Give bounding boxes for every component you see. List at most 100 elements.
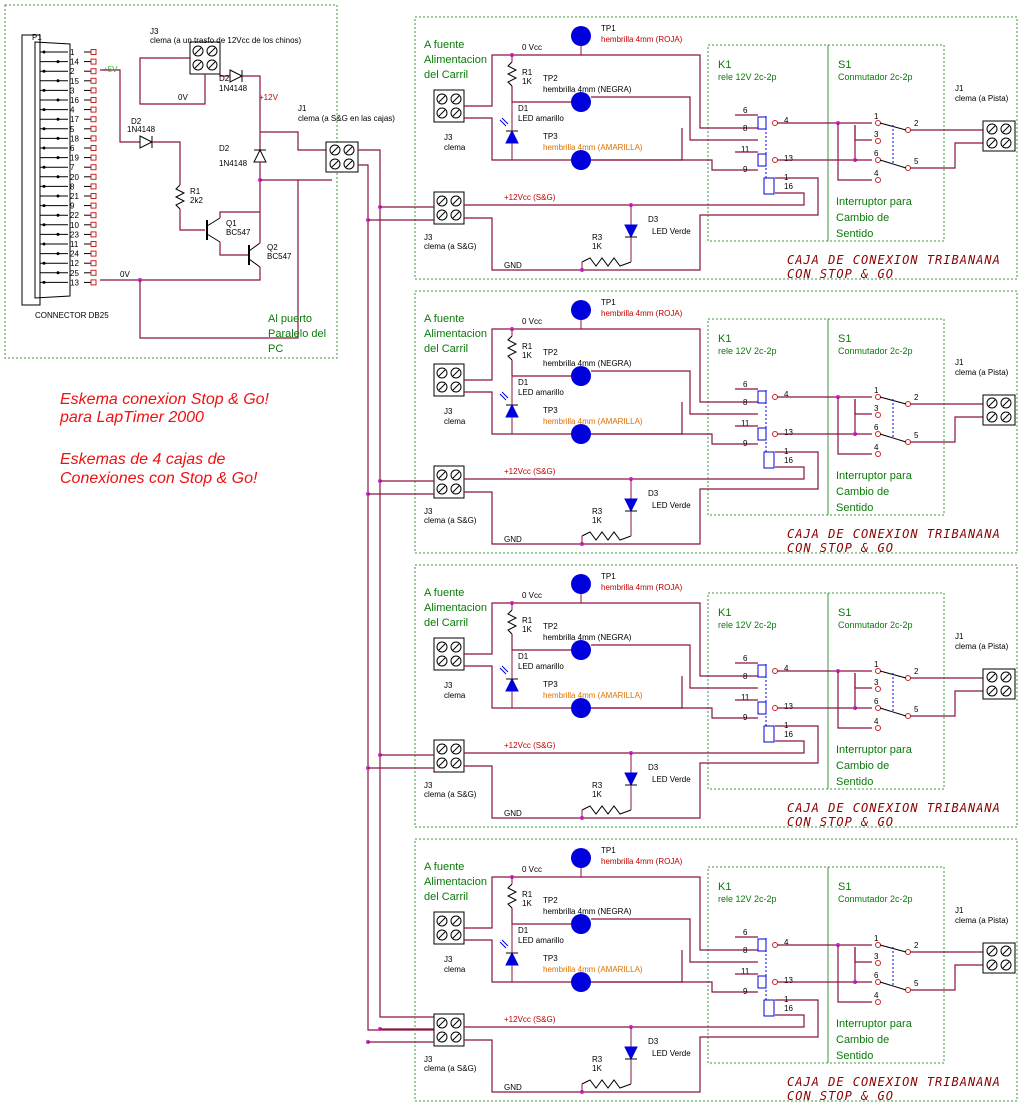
q1-label: Q1 — [226, 219, 237, 228]
d1-desc: LED amarillo — [518, 114, 564, 123]
d3-label: D3 — [648, 489, 659, 498]
r3-label: R3 — [592, 507, 603, 516]
db25-pin-dot — [42, 242, 46, 246]
interruptor-line-3: Sentido — [836, 228, 873, 240]
wire-supply-bottom — [464, 117, 683, 161]
tp1-label: TP1 — [601, 298, 616, 307]
db25-pin-dot — [56, 98, 60, 102]
fuente-line-2: Alimentacion — [424, 602, 487, 614]
interface-circuit: P1 CONNECTOR DB25 1142153164175186197208… — [4, 4, 395, 359]
db25-pin-pad — [90, 183, 97, 190]
interruptor-line-1: Interruptor para — [836, 196, 913, 208]
db25-pin-number: 12 — [70, 259, 79, 268]
wire-tp2 — [591, 370, 758, 415]
wire-q1-q2 — [219, 242, 248, 256]
q2-part: BC547 — [267, 252, 292, 261]
gnd-label: GND — [504, 261, 522, 270]
db25-pin-number: 11 — [70, 240, 79, 249]
k1-label: K1 — [718, 59, 731, 71]
d2b-part: 1N4148 — [219, 84, 248, 93]
db25-pin-number: 10 — [70, 221, 79, 230]
j3-top-desc: clema (a un trasfo de 12Vcc de los chino… — [150, 36, 302, 45]
db25-pin-pad — [90, 145, 97, 151]
relay-pin-8: 8 — [743, 398, 748, 407]
relay-contact-b-icon — [757, 427, 767, 441]
r1-value: 1K — [522, 77, 532, 86]
relay-coil-icon — [763, 177, 775, 195]
wire-relay-nc — [735, 936, 758, 975]
wire-d2-r1 — [152, 141, 181, 185]
wire-switch-to-track — [910, 129, 983, 169]
j1-track-desc: clema (a Pista) — [955, 916, 1009, 925]
interruptor-line-1: Interruptor para — [836, 744, 913, 756]
switch-contact — [875, 942, 881, 948]
switch-label: S1 — [838, 59, 851, 71]
switch-desc: Conmutador 2c-2p — [838, 72, 913, 82]
title-line-1: Eskema conexion Stop & Go! — [60, 391, 270, 408]
j3-sg-terminal — [433, 465, 465, 499]
d3-desc: LED Verde — [652, 227, 691, 236]
db25-pin-dot — [56, 60, 60, 64]
k1-desc: rele 12V 2c-2p — [718, 346, 777, 356]
wire-switch-cross — [837, 945, 872, 1003]
wire-12v-sg — [464, 466, 805, 480]
j3-label: J3 — [444, 955, 453, 964]
wire-tp2 — [591, 918, 758, 963]
db25-pin-dot — [56, 136, 60, 140]
relay-pin-13: 13 — [784, 976, 793, 985]
d2a-part: 1N4148 — [127, 125, 156, 134]
r3-value: 1K — [592, 242, 602, 251]
r1-resistor-icon — [174, 184, 186, 210]
db25-pin-number: 9 — [70, 202, 75, 211]
wire-12v-sg — [464, 1014, 805, 1028]
fuente-line-3: del Carril — [424, 617, 468, 629]
db25-pin-dot — [42, 127, 46, 131]
wire-5v — [100, 69, 140, 143]
k1-desc: rele 12V 2c-2p — [718, 894, 777, 904]
tp1-desc: hembrilla 4mm (ROJA) — [601, 35, 683, 44]
connector-label: CONNECTOR DB25 — [35, 311, 109, 320]
db25-body — [34, 41, 71, 299]
gnd-label: GND — [504, 1083, 522, 1092]
db25-pin-number: 15 — [70, 77, 79, 86]
db25-pin-number: 16 — [70, 96, 79, 105]
tp1-label: TP1 — [601, 846, 616, 855]
gnd-label: GND — [504, 535, 522, 544]
db25-pin-number: 23 — [70, 230, 79, 239]
switch-pin-label: 6 — [874, 423, 879, 432]
switch-contact — [875, 157, 881, 163]
d1-desc: LED amarillo — [518, 662, 564, 671]
db25-pin-number: 20 — [70, 173, 79, 182]
title-line-3: Eskemas de 4 cajas de — [60, 451, 226, 468]
db25-pin-number: 2 — [70, 67, 75, 76]
j3-supply-terminal — [433, 911, 465, 945]
db25-pin-pad — [90, 125, 97, 132]
switch-pin-label: 5 — [914, 705, 919, 714]
tp1-jack-icon — [571, 300, 591, 320]
tp2-label: TP2 — [543, 74, 558, 83]
db25-pin-dot — [56, 232, 60, 236]
switch-contact — [875, 431, 881, 437]
switch-pin-label: 1 — [874, 934, 879, 943]
j3-supply-terminal — [433, 637, 465, 671]
d3-led-icon — [624, 1046, 638, 1061]
tp2-jack-icon — [571, 914, 591, 934]
db25-pin-pad — [90, 173, 97, 180]
wire-supply-bottom — [464, 391, 683, 435]
relay-contact-a-icon — [757, 664, 767, 678]
zero-v-1: 0V — [178, 93, 188, 102]
wire-supply-top — [464, 328, 758, 403]
relay-pin-6: 6 — [743, 654, 748, 663]
j3b-desc: clema (a S&G) — [424, 516, 477, 525]
switch-contact — [875, 960, 881, 966]
gnd-label: GND — [504, 809, 522, 818]
caja-line-1: CAJA DE CONEXION TRIBANANA — [787, 527, 1001, 541]
db25-pin-dot — [42, 280, 46, 284]
d3-label: D3 — [648, 1037, 659, 1046]
plus5-label: +5V — [103, 65, 118, 74]
tp1-jack-icon — [571, 26, 591, 46]
switch-pin-label: 3 — [874, 678, 879, 687]
d2c-diode-icon — [253, 148, 267, 163]
